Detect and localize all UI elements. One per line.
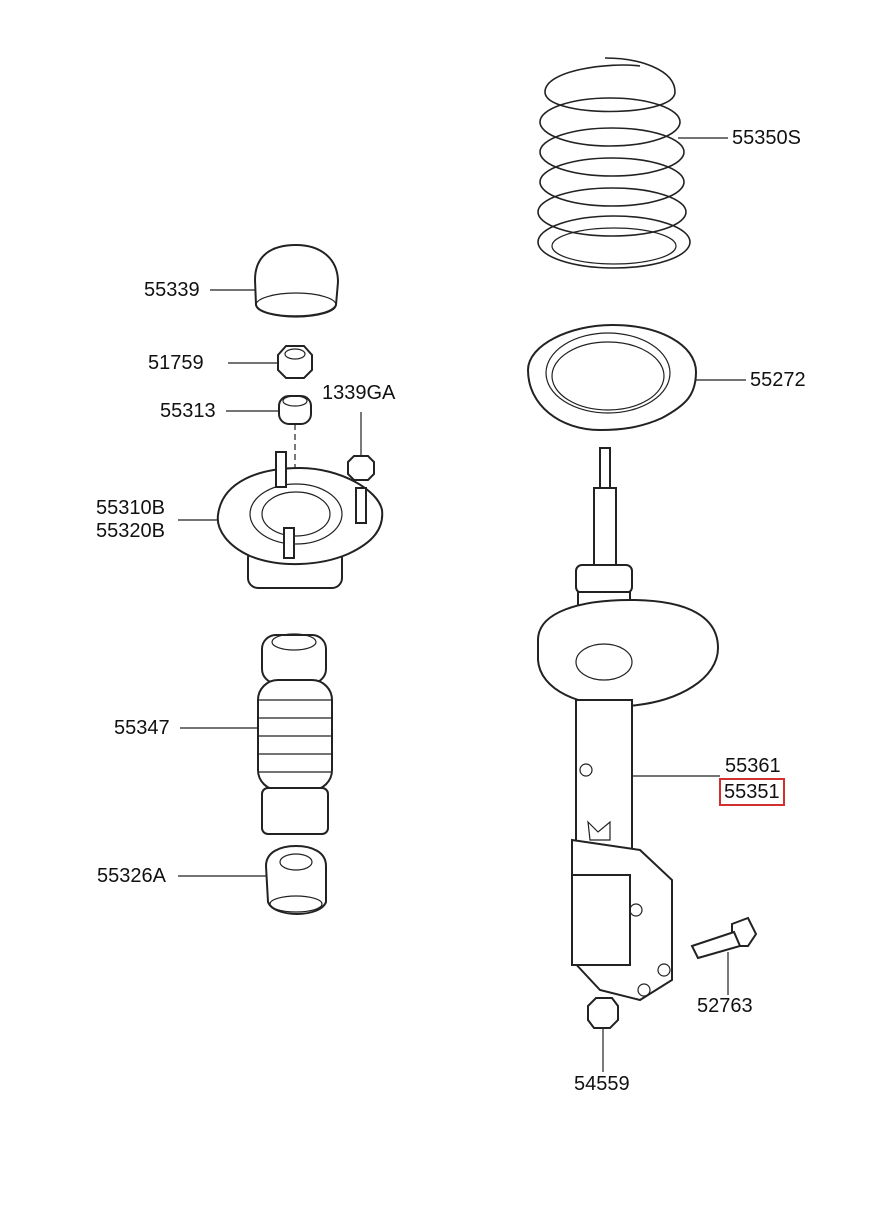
label-dust-cap: 55339 (144, 279, 200, 301)
label-top-nut: 51759 (148, 352, 204, 374)
label-spring-pad: 55272 (750, 369, 806, 391)
spacer (278, 395, 312, 425)
label-strut-b-highlighted: 55351 (719, 778, 785, 806)
label-nut: 54559 (574, 1073, 630, 1095)
bottom-nut (587, 997, 619, 1029)
label-mount-b: 55320B (96, 520, 165, 542)
strut-assembly (537, 447, 720, 1002)
label-mount-nut: 1339GA (322, 382, 396, 404)
dust-cap (253, 243, 340, 318)
coil-spring (537, 57, 691, 269)
label-strut-a: 55361 (725, 755, 781, 777)
label-mount-a: 55310B (96, 497, 165, 519)
dust-boot (257, 633, 333, 835)
label-bolt: 52763 (697, 995, 753, 1017)
label-boot: 55347 (114, 717, 170, 739)
strut-mount (216, 451, 384, 589)
spring-pad (526, 323, 698, 432)
label-bumper: 55326A (97, 865, 166, 887)
leader-lines (178, 137, 746, 1072)
bolt (690, 916, 758, 960)
mount-nut (347, 455, 375, 481)
top-nut (277, 345, 313, 379)
label-spring: 55350S (732, 127, 801, 149)
label-spacer: 55313 (160, 400, 216, 422)
bump-stopper (264, 844, 327, 915)
